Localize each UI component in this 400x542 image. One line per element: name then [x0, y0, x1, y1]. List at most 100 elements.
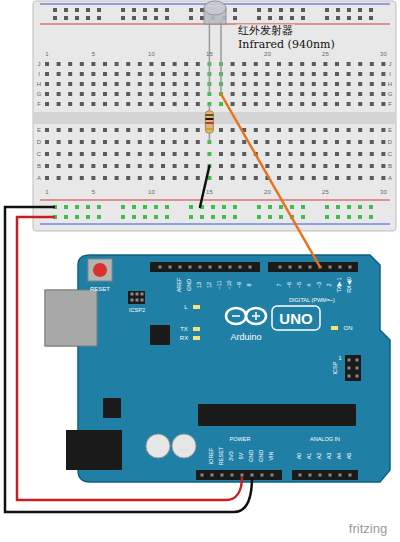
breadboard-holes-part — [173, 140, 177, 144]
breadboard-holes-part — [103, 92, 107, 96]
header-pins-part — [211, 474, 214, 477]
text-label: A — [388, 175, 392, 181]
breadboard-holes-part — [347, 102, 351, 106]
breadboard-holes-part — [219, 176, 223, 180]
breadboard-holes-part — [290, 16, 294, 20]
breadboard-holes-part — [196, 176, 200, 180]
text-label: B — [37, 163, 41, 169]
breadboard-holes-part — [154, 16, 158, 20]
breadboard-holes-part — [97, 215, 101, 219]
breadboard-holes-part — [161, 62, 165, 66]
breadboard-holes-part — [184, 164, 188, 168]
breadboard-holes-part — [347, 92, 351, 96]
breadboard-holes-part — [347, 152, 351, 156]
breadboard-holes-part — [173, 152, 177, 156]
breadboard-holes-part — [91, 62, 95, 66]
breadboard-holes-part — [347, 140, 351, 144]
pin-label: 12 — [207, 282, 213, 288]
breadboard-holes-part — [57, 82, 61, 86]
text-label: J — [38, 61, 41, 67]
text-label: D — [388, 139, 392, 145]
breadboard-holes-part — [154, 8, 158, 12]
breadboard-holes-part — [115, 62, 119, 66]
breadboard-holes-part — [219, 140, 223, 144]
breadboard-holes-part — [103, 72, 107, 76]
breadboard-holes-part — [53, 8, 57, 12]
breadboard-holes-part — [242, 176, 246, 180]
text-label: J — [389, 61, 392, 67]
breadboard-holes-part — [138, 140, 142, 144]
breadboard-holes-part — [75, 205, 79, 209]
breadboard-holes-part — [277, 140, 281, 144]
breadboard-holes-part — [138, 176, 142, 180]
breadboard-holes-part — [370, 82, 374, 86]
breadboard-holes-part — [335, 128, 339, 132]
breadboard-holes-part — [358, 102, 362, 106]
breadboard-holes-part — [132, 16, 136, 20]
breadboard-holes-part — [323, 82, 327, 86]
breadboard-holes-part — [358, 164, 362, 168]
arduino-board-part — [331, 326, 338, 330]
breadboard-holes-part — [231, 82, 235, 86]
wires-part — [17, 217, 242, 500]
breadboard-holes-part — [277, 102, 281, 106]
breadboard-holes-part — [231, 128, 235, 132]
breadboard-holes-part — [242, 140, 246, 144]
pin-label: VIN — [269, 451, 275, 460]
breadboard-holes-part — [86, 8, 90, 12]
text-label: 20 — [264, 189, 271, 195]
breadboard-holes-part — [358, 140, 362, 144]
breadboard-holes-part — [173, 164, 177, 168]
breadboard-holes-part — [242, 82, 246, 86]
text-label: 5 — [92, 51, 95, 57]
resistor-symbol-part — [205, 122, 213, 124]
breadboard-holes-part — [347, 16, 351, 20]
breadboard-holes-part — [300, 176, 304, 180]
breadboard-holes-part — [115, 128, 119, 132]
arduino-board-part — [88, 259, 112, 281]
breadboard-holes-part — [358, 8, 362, 12]
breadboard-holes-part — [143, 8, 147, 12]
breadboard-holes-part — [149, 102, 153, 106]
breadboard-holes-part — [138, 92, 142, 96]
breadboard-holes-part — [91, 164, 95, 168]
pin-label: ~3 — [317, 282, 323, 288]
pin-label: RESET — [219, 447, 225, 465]
breadboard-holes-part — [301, 16, 305, 20]
breadboard-holes-part — [219, 164, 223, 168]
text-label: 10 — [148, 51, 155, 57]
breadboard-holes-part — [138, 72, 142, 76]
breadboard-holes-part — [121, 215, 125, 219]
breadboard-holes-part — [369, 16, 373, 20]
breadboard-holes-part — [184, 128, 188, 132]
breadboard-holes-part — [300, 152, 304, 156]
breadboard-holes-part — [358, 72, 362, 76]
breadboard-holes-part — [45, 62, 49, 66]
text-label: A — [37, 175, 41, 181]
breadboard-holes-part — [189, 16, 193, 20]
breadboard-holes-part — [165, 215, 169, 219]
arduino-board — [45, 255, 390, 482]
header-pins-part — [309, 266, 312, 269]
arduino-board-part — [232, 315, 240, 317]
breadboard-holes-part — [126, 62, 130, 66]
breadboard-holes-part — [336, 205, 340, 209]
breadboard-holes-part — [290, 8, 294, 12]
breadboard-holes-part — [222, 215, 226, 219]
breadboard-holes-part — [335, 102, 339, 106]
pin-label: GND — [259, 450, 265, 462]
breadboard-holes-part — [173, 102, 177, 106]
breadboard-holes-part — [165, 8, 169, 12]
breadboard-holes-part — [370, 102, 374, 106]
breadboard-holes-part — [68, 92, 72, 96]
breadboard-holes-part — [323, 72, 327, 76]
breadboard-holes-part — [336, 8, 340, 12]
breadboard-holes-part — [91, 102, 95, 106]
header-pins-part — [348, 375, 351, 378]
breadboard-holes-part — [325, 8, 329, 12]
breadboard-holes-part — [103, 82, 107, 86]
breadboard-holes-part — [138, 82, 142, 86]
text-label: 1 — [45, 189, 48, 195]
breadboard-holes-part — [233, 8, 237, 12]
header-pins-part — [348, 359, 351, 362]
